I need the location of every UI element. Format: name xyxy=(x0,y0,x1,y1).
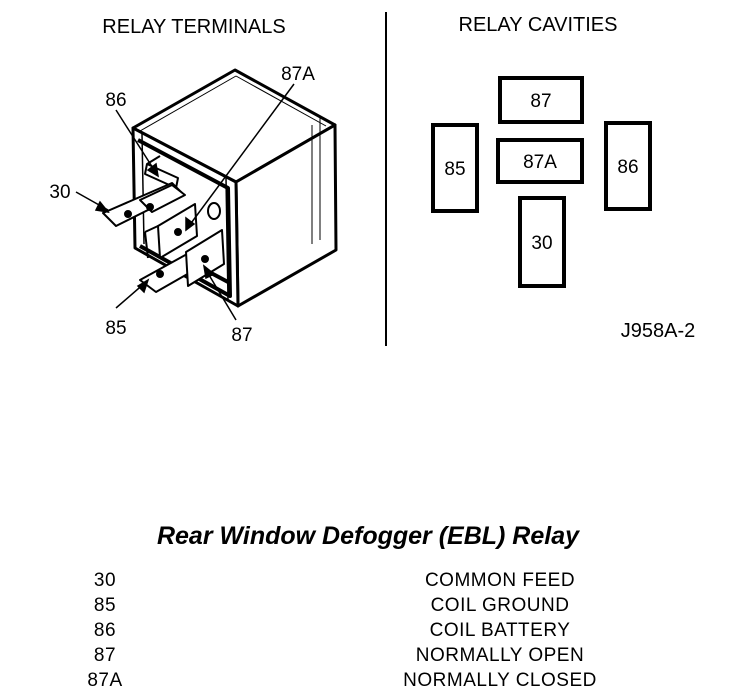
legend-description: NORMALLY OPEN xyxy=(415,645,585,666)
legend-code: 87A xyxy=(87,670,123,691)
legend-title: Rear Window Defogger (EBL) Relay xyxy=(156,522,580,550)
cavity-87a: 87A xyxy=(496,138,584,184)
terminal-label-87: 87 xyxy=(231,325,252,346)
cavity-85: 85 xyxy=(431,123,479,213)
legend-description: COIL BATTERY xyxy=(429,620,571,641)
cavity-30: 30 xyxy=(518,196,566,288)
relay-terminals-heading: RELAY TERMINALS xyxy=(102,16,285,38)
leader-lines xyxy=(75,83,295,321)
terminal-label-86: 86 xyxy=(105,90,126,111)
legend-row: 86 COIL BATTERY xyxy=(0,620,736,645)
legend-row: 87 NORMALLY OPEN xyxy=(0,645,736,670)
cavity-label-86: 86 xyxy=(617,157,638,178)
relay-cavities-heading: RELAY CAVITIES xyxy=(459,14,618,36)
cavity-label-87a: 87A xyxy=(523,152,557,173)
terminal-label-85: 85 xyxy=(105,318,126,339)
cavity-86: 86 xyxy=(604,121,652,211)
legend-code: 86 xyxy=(93,620,117,641)
cavity-label-85: 85 xyxy=(444,159,465,180)
legend-description: COIL GROUND xyxy=(430,595,570,616)
legend-description: NORMALLY CLOSED xyxy=(403,670,597,691)
legend-row: 87A NORMALLY CLOSED xyxy=(0,670,736,695)
cavity-87: 87 xyxy=(498,76,584,124)
legend-code: 85 xyxy=(93,595,117,616)
legend-code: 87 xyxy=(93,645,117,666)
legend-description: COMMON FEED xyxy=(424,570,576,591)
cavity-label-87: 87 xyxy=(530,91,551,112)
legend-row: 30 COMMON FEED xyxy=(0,570,736,595)
legend-code: 30 xyxy=(93,570,117,591)
terminal-label-87a: 87A xyxy=(281,64,315,85)
relay-illustration xyxy=(102,68,338,308)
legend-row: 85 COIL GROUND xyxy=(0,595,736,620)
figure-id: J958A-2 xyxy=(621,320,696,342)
cavity-label-30: 30 xyxy=(531,233,552,254)
terminal-label-30: 30 xyxy=(49,182,70,203)
